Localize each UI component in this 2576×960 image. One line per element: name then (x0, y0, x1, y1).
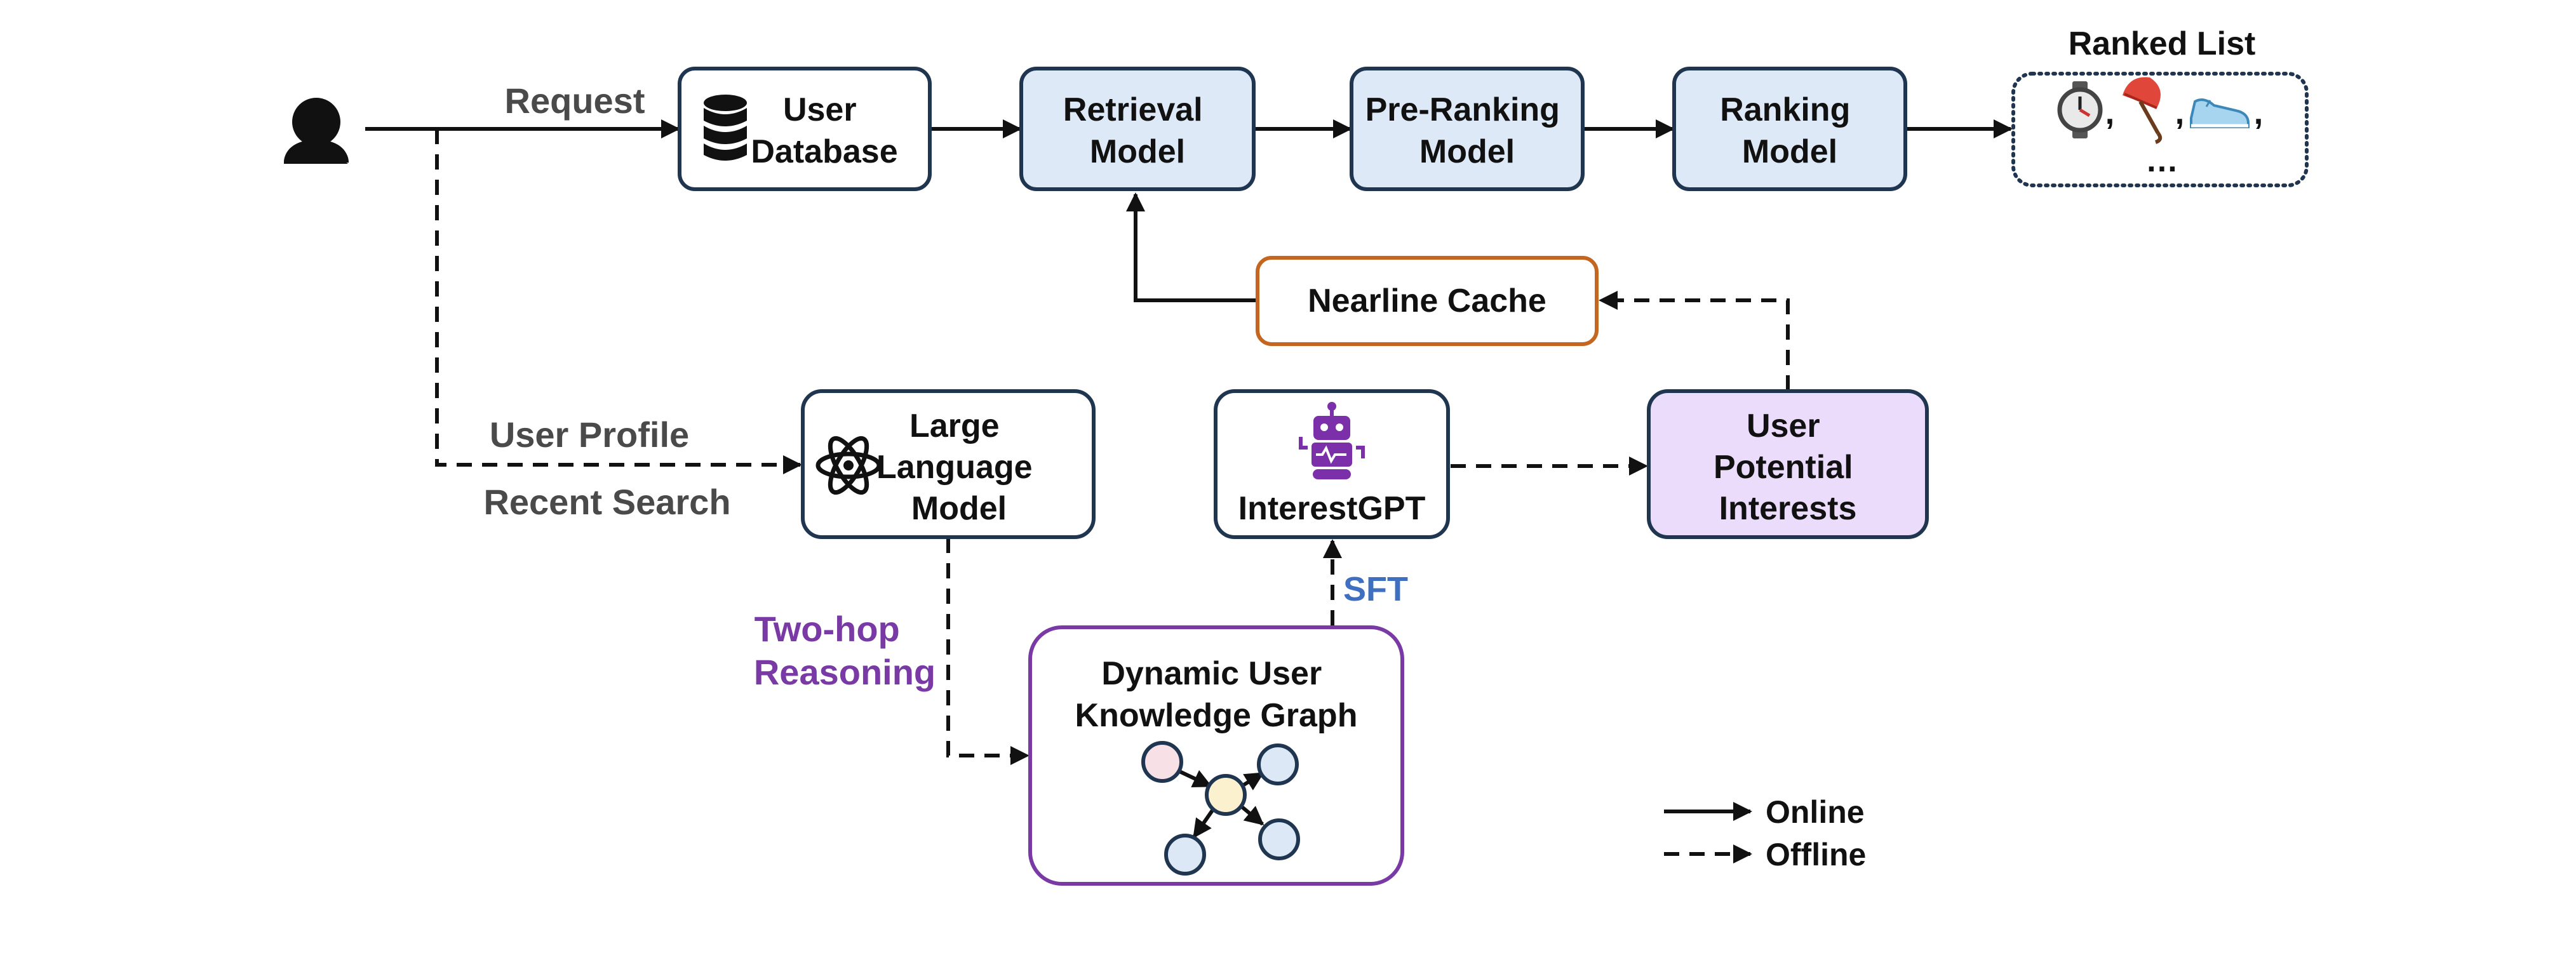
edges (365, 119, 2013, 302)
user-potential-interests-node[interactable]: User Potential Interests (1647, 389, 1929, 539)
llm-label-line1: Large (909, 408, 1000, 444)
large-language-model-node[interactable]: Large Language Model (801, 389, 1096, 539)
request-label: Request (505, 81, 645, 121)
database-icon (704, 95, 747, 161)
graph-node-blue-3 (1164, 834, 1206, 876)
watch-icon (2057, 81, 2103, 138)
svg-text:Retrieval Model: Retrieval Model (1063, 91, 1212, 170)
edge-two-hop (946, 538, 1030, 765)
legend: Online Offline (1664, 794, 1866, 872)
pre-ranking-model-node[interactable]: Pre-Ranking Model (1350, 67, 1585, 191)
nearline-cache-label: Nearline Cache (1308, 283, 1546, 319)
edge-user-profile (435, 129, 802, 474)
llm-label-line3: Model (911, 490, 1007, 527)
offline-edges (435, 129, 1790, 765)
graph-node-yellow (1205, 774, 1247, 816)
retrieval-model-label-line1: Retrieval (1063, 91, 1203, 128)
interests-label-line2: Potential (1714, 449, 1853, 486)
llm-label-line2: Language (876, 449, 1033, 486)
svg-text:Pre-Ranking Model: Pre-Ranking Model (1365, 91, 1569, 170)
user-database-node[interactable]: User Database (678, 67, 932, 191)
umbrella-icon (2123, 77, 2163, 144)
robot-icon (1299, 402, 1365, 479)
ranked-list-separator-1: , (2105, 95, 2114, 131)
ranked-list-more: … (2145, 142, 2178, 179)
ranking-model-label-line1: Ranking (1720, 91, 1850, 128)
ranking-model-node[interactable]: Ranking Model (1672, 67, 1907, 191)
ranked-list-separator-3: , (2254, 95, 2263, 131)
pre-ranking-model-label-line1: Pre-Ranking (1365, 91, 1560, 128)
sft-label: SFT (1343, 570, 1408, 608)
ranking-model-label-line2: Model (1742, 133, 1837, 170)
interestgpt-label: InterestGPT (1238, 490, 1426, 527)
retrieval-model-node[interactable]: Retrieval Model (1019, 67, 1256, 191)
graph-icon (1141, 741, 1300, 876)
pre-ranking-model-label-line2: Model (1419, 133, 1515, 170)
two-hop-label-line1: Two-hop (755, 609, 900, 649)
knowledge-graph-label-line2: Knowledge Graph (1075, 697, 1358, 734)
ranked-list-node[interactable]: Ranked List , , , … (2011, 25, 2309, 187)
user-database-label-line1: User (783, 91, 857, 128)
svg-text:Ranking Model: Ranking Model (1720, 91, 1860, 170)
user-icon (284, 98, 349, 164)
user-database-label-line2: Database (751, 133, 897, 170)
interests-label-line3: Interests (1719, 490, 1857, 527)
edge-cache-retrieval (1126, 192, 1256, 302)
two-hop-label-line2: Reasoning (754, 652, 936, 692)
user-profile-label: User Profile (490, 415, 689, 455)
knowledge-graph-node[interactable]: Dynamic User Knowledge Graph (1028, 625, 1404, 886)
interestgpt-node[interactable]: InterestGPT (1214, 389, 1450, 539)
graph-node-blue-1 (1257, 743, 1299, 785)
ranked-list-separator-2: , (2175, 95, 2184, 131)
retrieval-model-label-line2: Model (1090, 133, 1185, 170)
graph-node-pink (1141, 741, 1183, 783)
svg-text:Dynamic User Knowledge G: Dynamic User Knowledge Graph (1075, 655, 1358, 734)
legend-online-label: Online (1766, 794, 1865, 830)
interests-label-line1: User (1747, 408, 1820, 444)
nearline-cache-node[interactable]: Nearline Cache (1256, 256, 1599, 346)
svg-text:Two-hop Reasoning: Two-hop Reasoning (754, 609, 936, 692)
knowledge-graph-label-line1: Dynamic User (1101, 655, 1322, 692)
atom-icon (815, 436, 882, 495)
shoe-icon (2190, 98, 2250, 128)
svg-text:User Potential Int: User Potential Interests (1714, 408, 1862, 527)
svg-text:User Database: User Database (751, 91, 897, 170)
recent-search-label: Recent Search (483, 482, 730, 522)
ranked-list-title: Ranked List (2069, 25, 2256, 62)
graph-node-blue-2 (1258, 818, 1300, 860)
svg-text:Large Language Mod: Large Language Model (876, 408, 1042, 527)
edge-interests-cache (1599, 291, 1790, 390)
legend-offline-label: Offline (1766, 837, 1866, 872)
